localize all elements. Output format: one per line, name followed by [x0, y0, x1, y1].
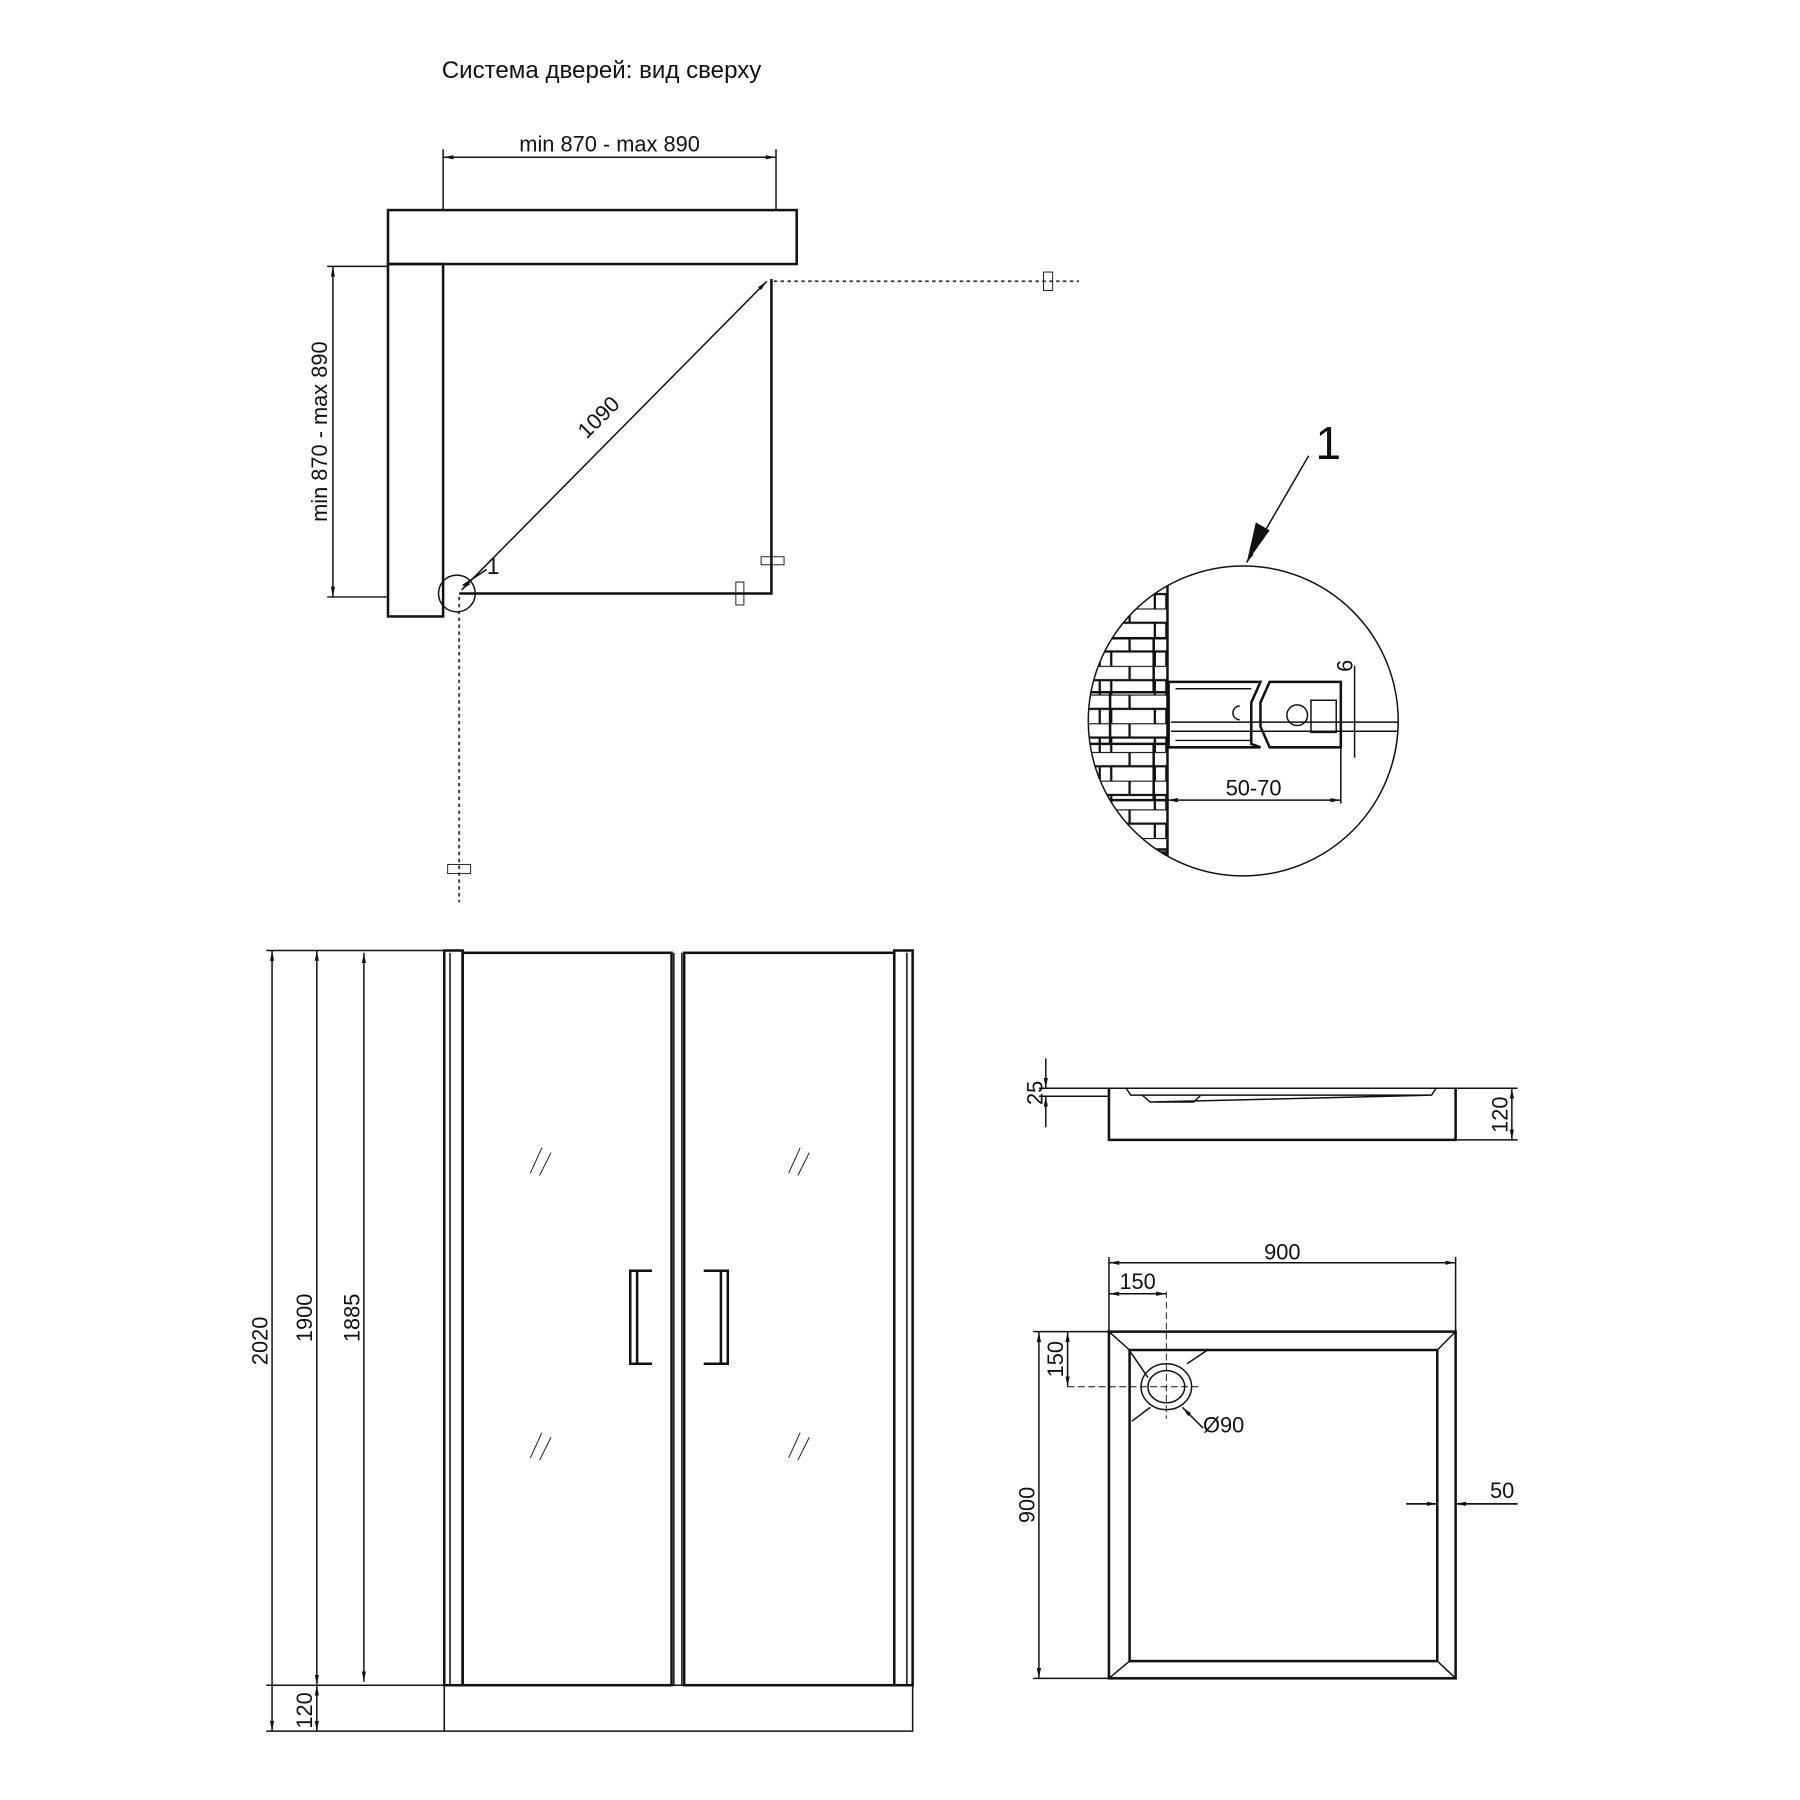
top-view: min 870 - max 890 min 870 - max 890 1090…	[307, 132, 1080, 903]
door-height-dimension: 1885	[339, 1294, 364, 1342]
right-handle	[703, 1269, 730, 1366]
left-handle	[628, 1269, 653, 1366]
profile-range-dimension: 50-70	[1226, 776, 1282, 801]
profile-detail: 50-70 6 1	[1087, 417, 1399, 877]
glass-marks	[529, 1147, 810, 1461]
total-height-dimension: 2020	[247, 1317, 272, 1365]
detail-callout-label: 1	[1316, 417, 1342, 469]
depth-dimension: min 870 - max 890	[307, 341, 332, 522]
right-door	[682, 951, 896, 1687]
tray-side-view: 25 120	[1022, 1058, 1518, 1142]
front-view: 2020 1900 1885 120	[247, 949, 914, 1732]
glass-panels	[459, 278, 773, 595]
drain-offset-y-dimension: 150	[1043, 1341, 1068, 1377]
left-door	[461, 951, 673, 1687]
wall-vertical	[386, 262, 445, 618]
tray-depth-dimension: 900	[1014, 1487, 1039, 1523]
door-swing-lines	[458, 280, 1080, 903]
drain-diameter-dimension: Ø90	[1203, 1413, 1244, 1438]
frame-height-dimension: 1900	[292, 1294, 317, 1342]
tray-plan-view: 900 150 150 900 Ø90 50	[1014, 1239, 1518, 1680]
rim-dimension: 25	[1022, 1081, 1047, 1105]
width-dimension: min 870 - max 890	[519, 132, 700, 157]
drawing-title: Система дверей: вид сверху	[442, 57, 762, 84]
tray-side-height-dimension: 120	[1487, 1096, 1512, 1132]
detail-marker-circle	[437, 574, 477, 613]
rim-width-dimension: 50	[1490, 1478, 1514, 1503]
tray-height-dimension: 120	[292, 1692, 317, 1728]
diagonal-dimension: 1090	[573, 391, 625, 443]
tray-front	[443, 1684, 914, 1732]
detail-marker-label: 1	[487, 553, 500, 579]
tray-width-dimension: 900	[1264, 1239, 1300, 1264]
drain-offset-x-dimension: 150	[1119, 1269, 1155, 1294]
glass-thickness-dimension: 6	[1332, 660, 1357, 672]
wall-horizontal	[386, 208, 798, 266]
